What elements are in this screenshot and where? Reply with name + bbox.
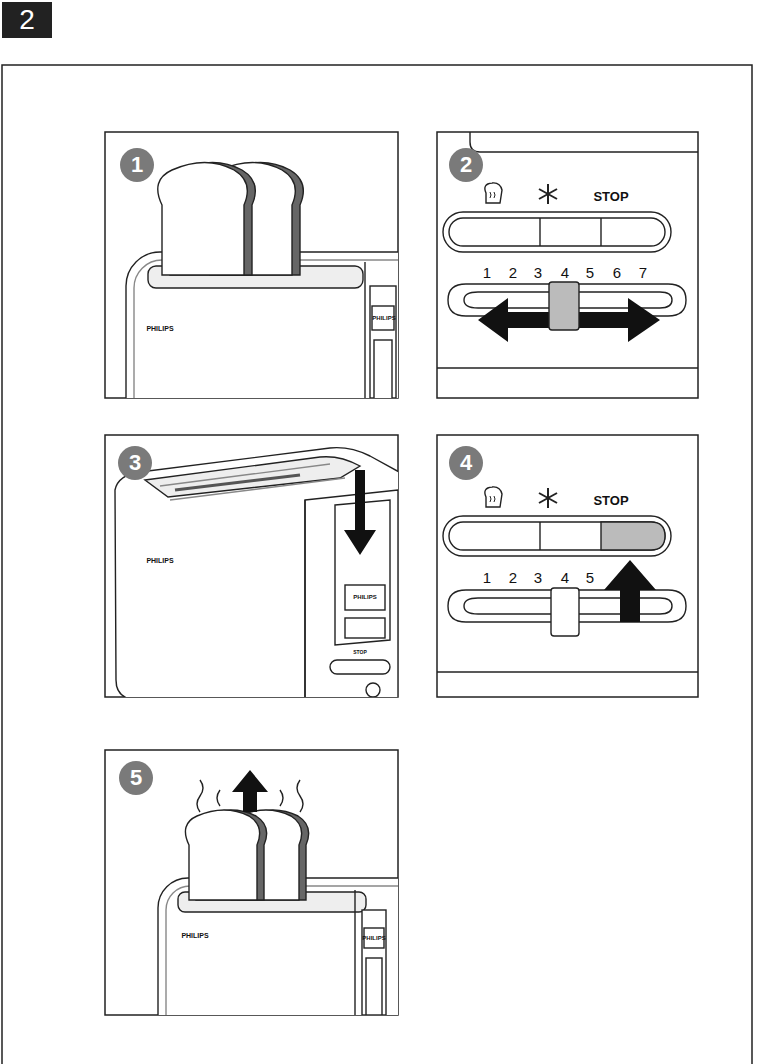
browning-setting: 4 (561, 570, 569, 585)
toaster-lever (115, 448, 398, 697)
page-frame (2, 65, 752, 1064)
browning-setting: 1 (483, 570, 491, 585)
number-text: 2 (460, 154, 472, 176)
browning-setting: 1 (483, 265, 491, 280)
brand-label: PHILIPS (146, 557, 173, 564)
browning-setting: 6 (613, 265, 621, 280)
toaster-with-bread (126, 163, 398, 399)
stop-control (437, 487, 698, 672)
brand-label: PHILIPS (181, 932, 208, 939)
brand-label: PHILIPS (146, 325, 173, 332)
section-number: 2 (2, 2, 52, 38)
number-text: 3 (129, 452, 141, 474)
step-number: 2 (449, 148, 483, 182)
step-number: 5 (119, 761, 153, 795)
brand-label: PHILIPS (372, 315, 395, 321)
step-number: 1 (120, 148, 154, 182)
browning-setting: 3 (534, 570, 542, 585)
browning-setting: 3 (534, 265, 542, 280)
browning-setting: 5 (586, 570, 594, 585)
step-number: 3 (118, 446, 152, 480)
browning-setting: 7 (639, 265, 647, 280)
step-number: 4 (449, 446, 483, 480)
brand-label: PHILIPS (362, 935, 385, 941)
button-label: STOP (593, 494, 628, 507)
number-text: 2 (19, 6, 35, 34)
number-text: 4 (460, 452, 472, 474)
panel-frames (105, 132, 698, 1015)
number-text: 5 (130, 767, 142, 789)
browning-setting: 4 (561, 265, 569, 280)
button-label: STOP (353, 650, 367, 655)
browning-setting: 5 (586, 265, 594, 280)
button-label: STOP (593, 190, 628, 203)
brand-label: PHILIPS (353, 594, 376, 600)
browning-setting: 2 (509, 570, 517, 585)
toaster-toast-up (158, 770, 398, 1015)
browning-setting: 2 (509, 265, 517, 280)
number-text: 1 (131, 154, 143, 176)
browning-control (437, 132, 698, 368)
